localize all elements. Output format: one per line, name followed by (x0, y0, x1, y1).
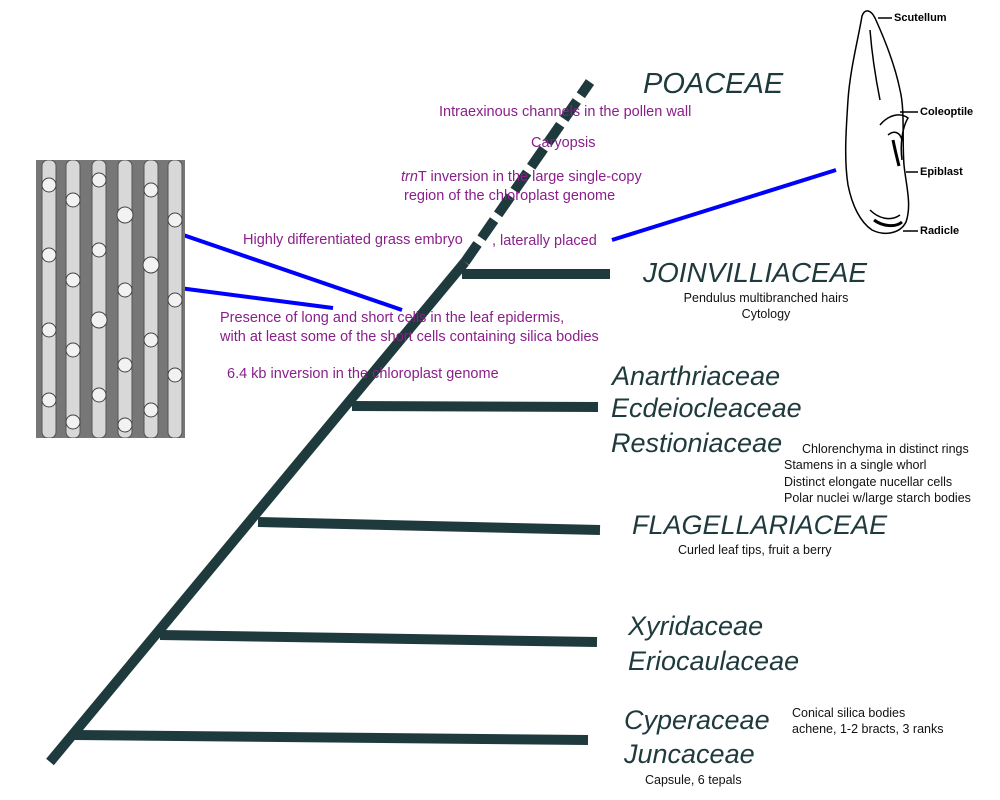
branch-cyperaceae (74, 730, 589, 745)
character-epidermis-line1: Presence of long and short cells in the … (220, 310, 565, 326)
note-line: Cytology (741, 307, 791, 322)
note-line: Pendulus multibranched hairs (683, 291, 849, 305)
pointer-line-embryo (611, 168, 837, 242)
branch-xyridaceae (159, 630, 598, 647)
taxon-restionaceae: Restioniaceae (611, 428, 783, 458)
label-epiblast: Epiblast (920, 166, 963, 178)
label-radicle: Radicle (920, 225, 960, 237)
taxon-joinvilliaceae: JOINVILLIACEAE (643, 257, 868, 288)
note-flagellariaceae: Curled leaf tips, fruit a berry (678, 543, 832, 557)
trn-gene-prefix: trn (401, 169, 418, 185)
taxon-flagellariaceae: FLAGELLARIACEAE (632, 510, 888, 540)
branch-flagellariaceae (257, 517, 601, 535)
taxon-cyperaceae: Cyperaceae (624, 705, 770, 735)
taxon-xyridaceae: Xyridaceae (628, 611, 764, 641)
character-grass-embryo-position: , laterally placed (492, 233, 597, 249)
taxon-eriocaulaceae: Eriocaulaceae (628, 646, 800, 676)
note-line: achene, 1-2 bracts, 3 ranks (792, 722, 944, 737)
character-trnT-inversion: trnT inversion in the large single-copy (401, 169, 642, 186)
label-coleoptile: Coleoptile (920, 106, 974, 118)
branch-restionaceae (351, 401, 599, 412)
character-pollen-channels: Intraexinous channels in the pollen wall (439, 104, 692, 120)
taxon-anarthriaceae: Anarthriaceae (612, 361, 781, 391)
character-epidermis-line2: with at least some of the short cells co… (220, 329, 599, 345)
note-line: Polar nuclei w/large starch bodies (784, 490, 971, 505)
taxon-juncaceae: Juncaceae (624, 739, 755, 769)
note-line: Distinct elongate nucellar cells (784, 474, 953, 489)
taxon-poaceae: POACEAE (643, 68, 784, 100)
trnT-inversion-text: T inversion in the large single-copy (417, 169, 642, 185)
notes-cyperaceae: Conical silica bodies achene, 1-2 bracts… (792, 705, 943, 738)
note-line: Stamens in a single whorl (784, 458, 927, 473)
leaf-epidermis-micrograph (36, 160, 185, 438)
character-6-4kb-inversion: 6.4 kb inversion in the chloroplast geno… (227, 366, 499, 382)
label-scutellum: Scutellum (894, 12, 947, 24)
notes-restionaceae: Chlorenchyma in distinct rings Stamens i… (784, 441, 971, 506)
character-grass-embryo: Highly differentiated grass embryo (243, 232, 463, 248)
grass-embryo-drawing (844, 10, 918, 235)
character-trnT-inversion-line2: region of the chloroplast genome (404, 188, 616, 204)
note-line: Chlorenchyma in distinct rings (802, 442, 969, 456)
tree-trunk-dashed (460, 79, 595, 265)
character-caryopsis: Caryopsis (531, 135, 596, 151)
taxon-ecdeiocleaceae: Ecdeiocleaceae (611, 393, 802, 423)
note-line: Conical silica bodies (792, 706, 906, 720)
tree-trunk (46, 258, 469, 766)
note-juncaceae: Capsule, 6 tepals (645, 773, 742, 787)
notes-joinvilliaceae: Pendulus multibranched hairs Cytology (676, 290, 856, 323)
